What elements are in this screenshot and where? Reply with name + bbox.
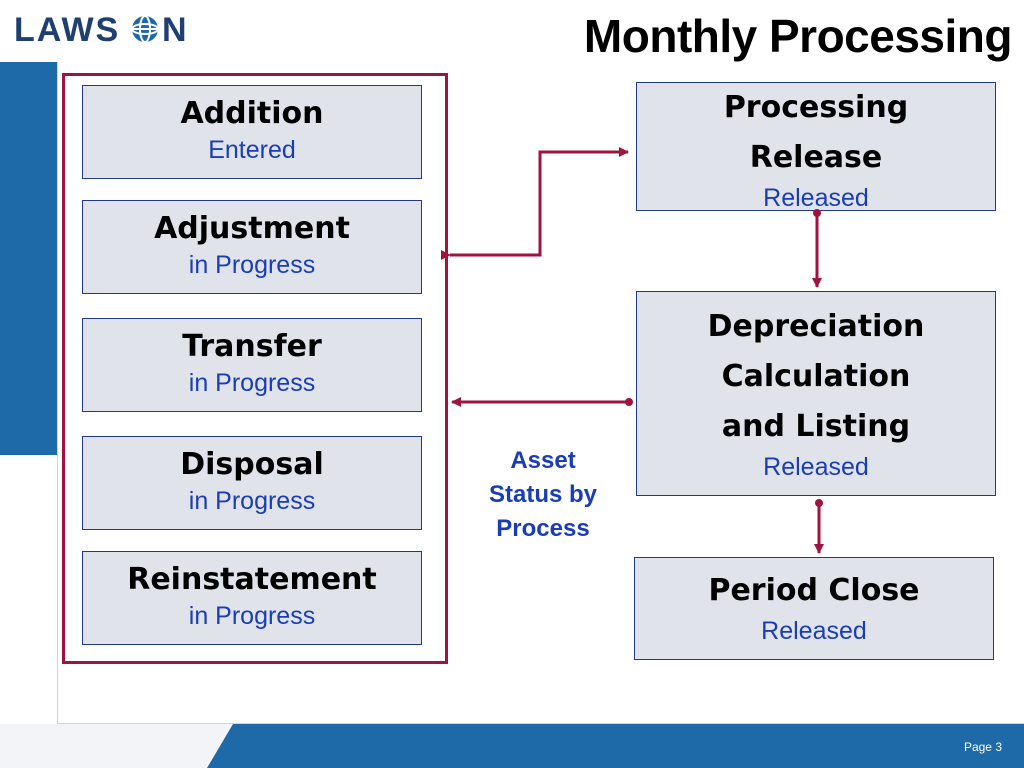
process-status: in Progress (188, 369, 316, 397)
process-box-addition: Addition Entered (82, 85, 422, 179)
process-status: Released (761, 617, 867, 645)
process-name-line: Processing (723, 90, 909, 125)
process-box-reinstatement: Reinstatement in Progress (82, 551, 422, 645)
process-status: in Progress (188, 251, 316, 279)
globe-icon (131, 15, 159, 43)
process-name: Transfer (182, 329, 322, 364)
process-name: Addition (180, 96, 324, 131)
process-box-period-close: Period Close Released (634, 557, 994, 660)
process-name-line: Calculation (721, 359, 911, 394)
footer-bar (0, 724, 1024, 768)
process-box-processing-release: Processing Release Released (636, 82, 996, 212)
process-status: in Progress (188, 602, 316, 630)
process-name: Adjustment (154, 211, 350, 246)
process-name: Disposal (180, 447, 324, 482)
process-name: Reinstatement (127, 562, 377, 597)
annotation-line: Asset (510, 447, 576, 474)
process-status: Entered (208, 136, 296, 164)
asset-status-label: Asset Status by Process (468, 444, 618, 546)
annotation-line: Process (496, 515, 590, 542)
process-name-line: Release (749, 140, 883, 175)
annotation-line: Status by (488, 481, 598, 508)
svg-text:LAWS: LAWS (14, 11, 120, 49)
process-box-transfer: Transfer in Progress (82, 318, 422, 412)
process-name-line: Depreciation (707, 309, 925, 344)
svg-text:N: N (162, 11, 187, 49)
content-frame (57, 62, 1024, 724)
process-box-adjustment: Adjustment in Progress (82, 200, 422, 294)
process-name-line: and Listing (721, 409, 911, 444)
side-accent-bar (0, 62, 57, 455)
entry-processes-group (62, 73, 448, 664)
lawson-logo: LAWS N (14, 11, 187, 49)
page-title: Monthly Processing (583, 10, 1013, 62)
process-box-disposal: Disposal in Progress (82, 436, 422, 530)
process-box-depreciation: Depreciation Calculation and Listing Rel… (636, 291, 996, 496)
process-status: in Progress (188, 487, 316, 515)
process-status: Released (763, 453, 869, 481)
process-name-line: Period Close (708, 573, 920, 608)
page-number: Page 3 (963, 740, 1002, 754)
process-status: Released (763, 184, 869, 212)
